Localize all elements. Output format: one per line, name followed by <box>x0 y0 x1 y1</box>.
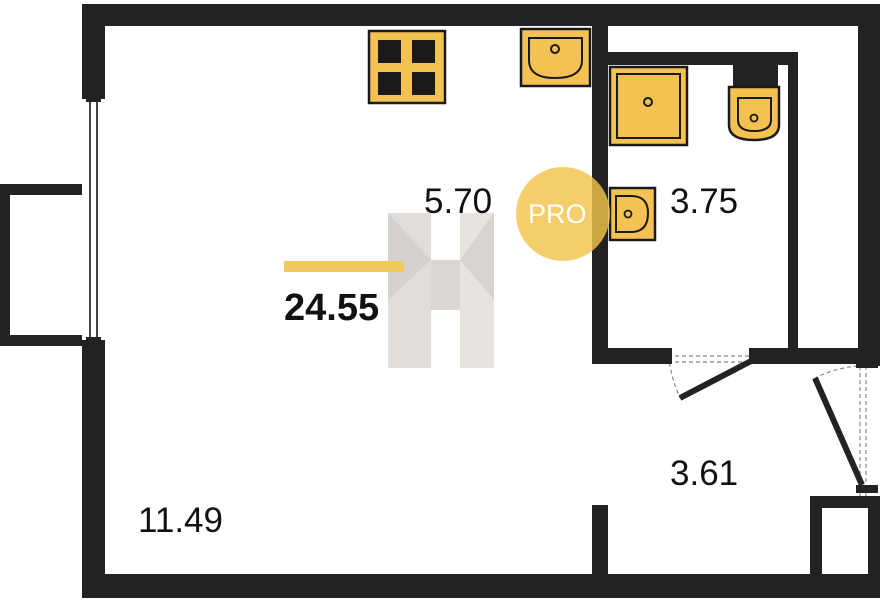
balcony <box>0 184 82 346</box>
kitchen-area-label: 5.70 <box>424 182 493 221</box>
watermark-logo <box>388 213 494 368</box>
pro-badge <box>516 167 610 261</box>
toilet-icon <box>727 65 781 142</box>
washbasin-icon <box>608 186 657 242</box>
partition-wall <box>592 505 608 575</box>
pro-badge-label: PRO <box>528 199 587 229</box>
hallway-area-label: 3.61 <box>670 454 739 493</box>
window-icon <box>82 94 105 345</box>
shower-tray-icon <box>608 65 689 147</box>
bathroom-walls <box>592 26 858 364</box>
total-area-label: 24.55 <box>284 287 380 329</box>
door-swing-icon <box>664 348 757 401</box>
stove-icon <box>367 29 447 105</box>
living-room-area-label: 11.49 <box>138 501 223 540</box>
exterior-walls <box>82 4 880 598</box>
total-area-accent <box>284 261 404 272</box>
kitchen-sink-icon <box>519 27 592 88</box>
door-swing-icon <box>812 360 880 496</box>
bathroom-area-label: 3.75 <box>670 182 739 221</box>
